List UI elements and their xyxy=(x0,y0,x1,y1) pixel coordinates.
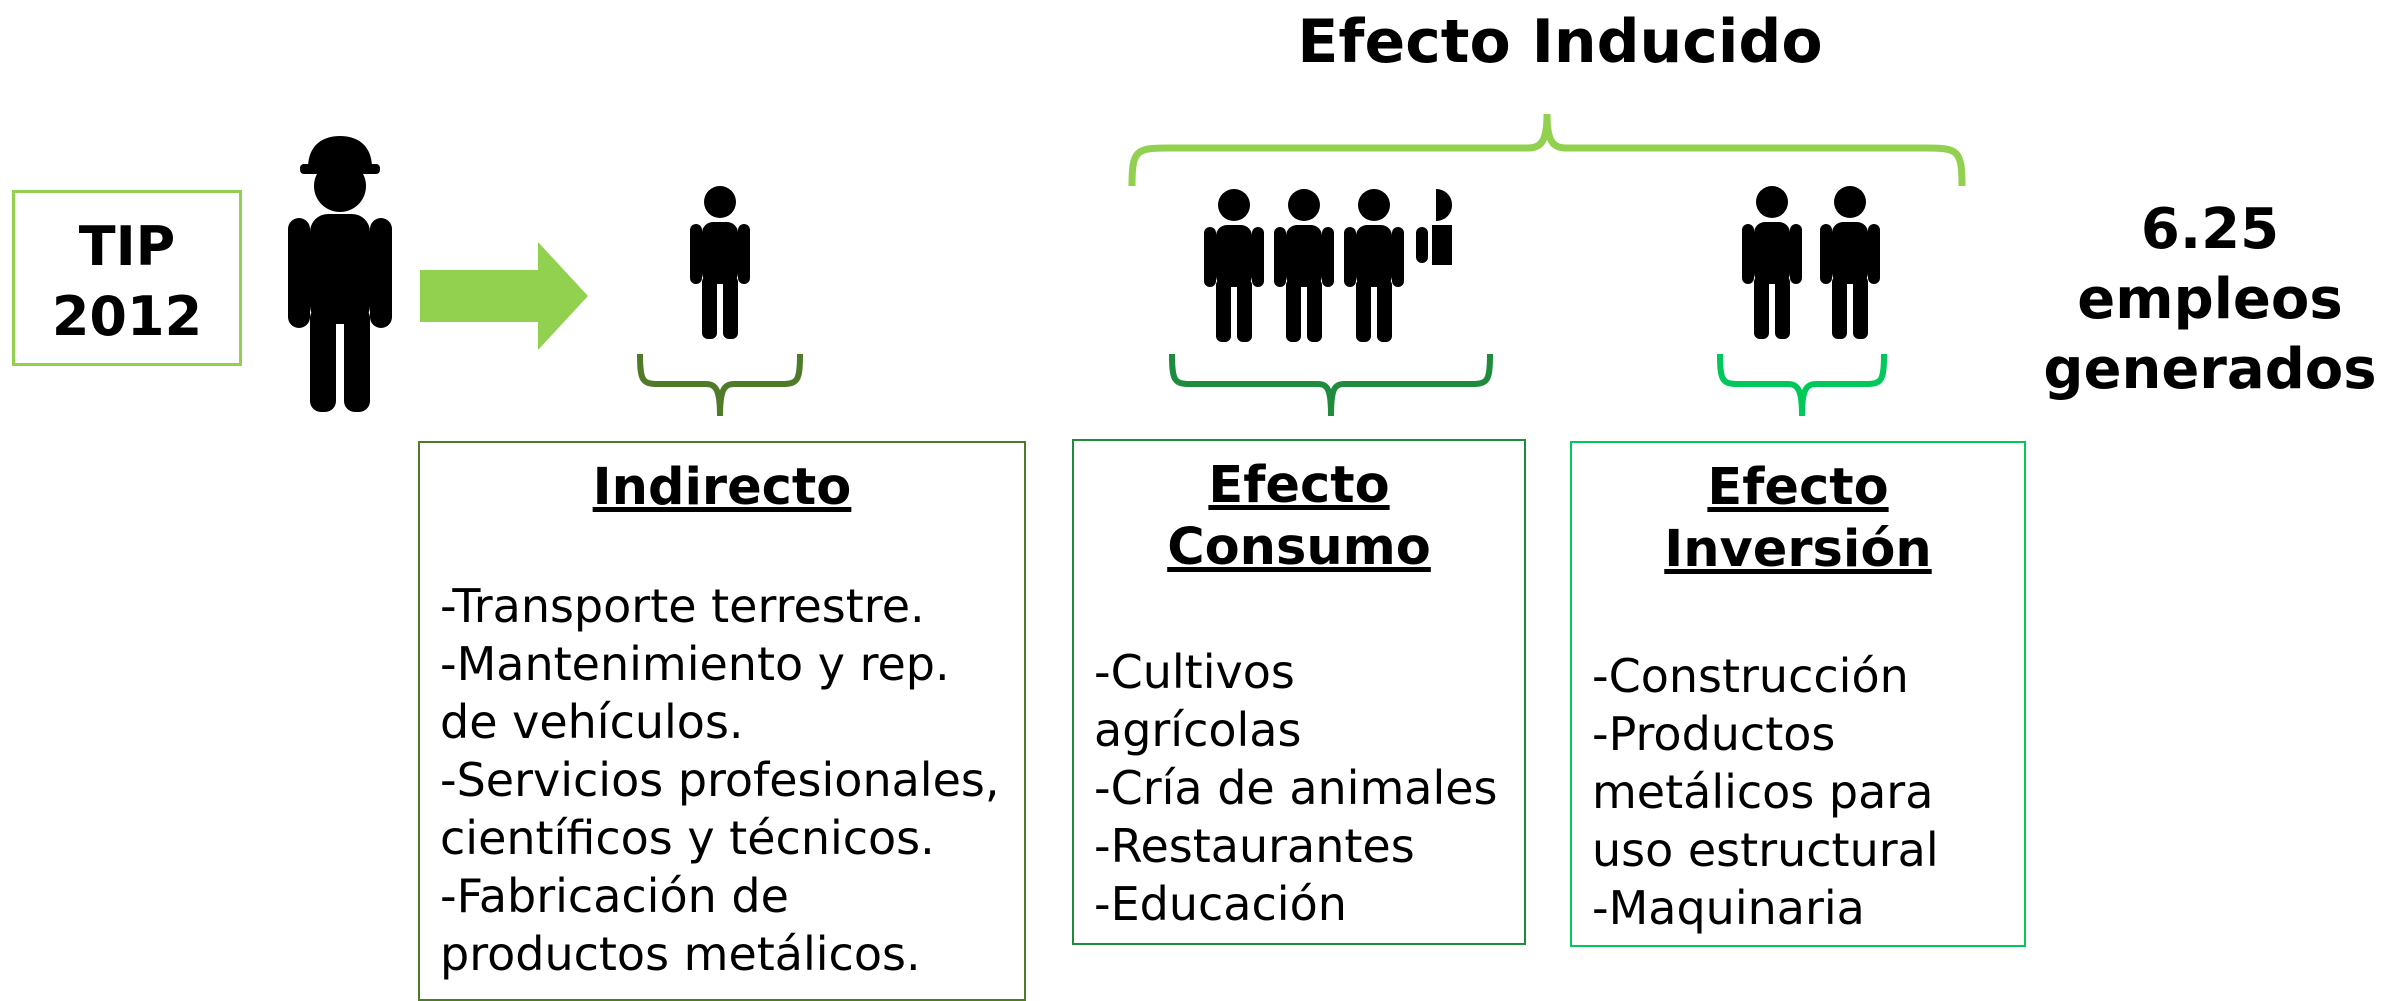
list-item: -Servicios profesionales, xyxy=(440,753,1000,807)
list-item: -Mantenimiento y rep. xyxy=(440,637,950,691)
list-item: de vehículos. xyxy=(440,695,744,749)
indirecto-box: Indirecto -Transporte terrestre. -Manten… xyxy=(418,441,1026,1001)
person-icon xyxy=(1204,189,1264,342)
total-value: 6.25 xyxy=(2140,197,2280,262)
inversion-items: -Construcción -Productos metálicos para … xyxy=(1592,647,1939,937)
inversion-box: Efecto Inversión -Construcción -Producto… xyxy=(1570,441,2026,947)
partial-person-icon xyxy=(1416,189,1452,265)
consumo-box: Efecto Consumo -Cultivos agrícolas -Cría… xyxy=(1072,439,1526,945)
person-icon xyxy=(690,186,750,339)
consumo-brace-icon xyxy=(1169,353,1493,417)
tip-box: TIP 2012 xyxy=(12,190,242,366)
consumo-title-line1: Efecto xyxy=(1208,456,1390,515)
tip-line1: TIP xyxy=(78,215,176,278)
person-icon xyxy=(1742,186,1802,339)
consumo-items: -Cultivos agrícolas -Cría de animales -R… xyxy=(1094,643,1498,933)
list-item: -Productos xyxy=(1592,707,1836,761)
list-item: -Restaurantes xyxy=(1094,819,1415,873)
inversion-brace-icon xyxy=(1717,353,1887,417)
tip-line2: 2012 xyxy=(51,285,203,348)
inversion-title-line1: Efecto xyxy=(1707,458,1889,517)
top-title: Efecto Inducido xyxy=(1297,7,1823,77)
indirecto-title: Indirecto xyxy=(592,458,852,517)
total-line2: empleos xyxy=(2077,267,2343,332)
list-item: -Fabricación de xyxy=(440,869,789,923)
list-item: -Maquinaria xyxy=(1592,881,1865,935)
list-item: científicos y técnicos. xyxy=(440,811,935,865)
list-item: agrícolas xyxy=(1094,703,1302,757)
indirecto-items: -Transporte terrestre. -Mantenimiento y … xyxy=(440,577,999,983)
list-item: -Cultivos xyxy=(1094,645,1295,699)
list-item: productos metálicos. xyxy=(440,927,921,981)
inversion-title-line2: Inversión xyxy=(1664,520,1932,579)
person-icon xyxy=(1344,189,1404,342)
person-icon xyxy=(1820,186,1880,339)
list-item: uso estructural xyxy=(1592,823,1939,877)
list-item: -Cría de animales xyxy=(1094,761,1498,815)
worker-with-hardhat-icon xyxy=(288,136,392,412)
list-item: -Educación xyxy=(1094,877,1347,931)
list-item: metálicos para xyxy=(1592,765,1934,819)
total-label: 6.25 empleos generados xyxy=(2020,195,2384,405)
total-line3: generados xyxy=(2043,337,2377,402)
induced-brace-icon xyxy=(1128,113,1966,187)
indirect-brace-icon xyxy=(637,353,803,417)
list-item: -Transporte terrestre. xyxy=(440,579,925,633)
right-arrow-icon xyxy=(420,242,588,350)
consumo-title-line2: Consumo xyxy=(1167,518,1431,577)
list-item: -Construcción xyxy=(1592,649,1909,703)
person-icon xyxy=(1274,189,1334,342)
